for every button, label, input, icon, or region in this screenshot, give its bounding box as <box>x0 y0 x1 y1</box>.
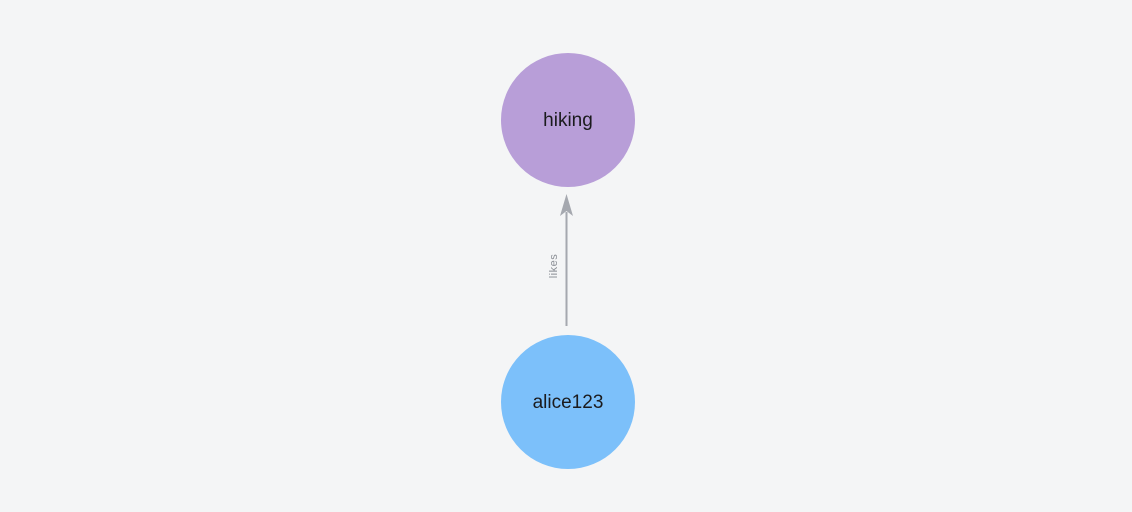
node-label: hiking <box>543 109 593 131</box>
node-alice123[interactable]: alice123 <box>501 335 635 469</box>
node-hiking[interactable]: hiking <box>501 53 635 187</box>
edge-arrowhead-icon <box>560 194 573 216</box>
node-label: alice123 <box>532 391 604 413</box>
edge-label-likes: likes <box>548 253 560 279</box>
